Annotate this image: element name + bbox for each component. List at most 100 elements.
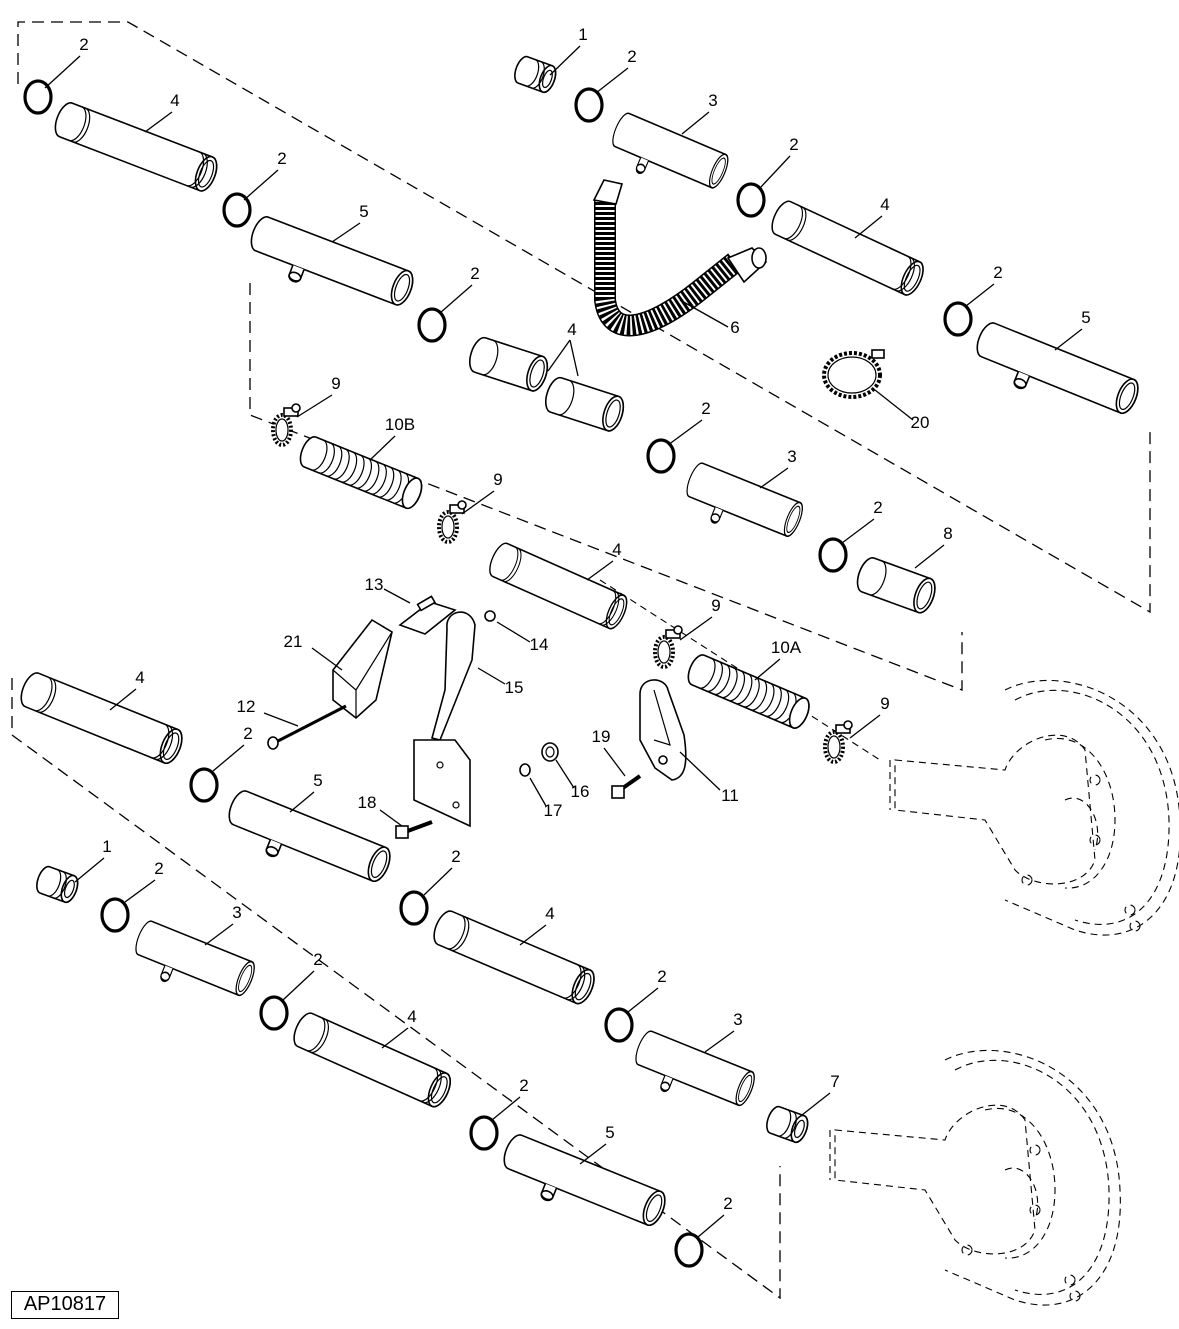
callout-leader xyxy=(282,970,315,1001)
oring-lower-3 xyxy=(604,1007,634,1043)
callout-label: 15 xyxy=(505,678,524,697)
oring-bot-1 xyxy=(100,897,130,933)
callout-label: 18 xyxy=(358,793,377,812)
phantom-lines xyxy=(11,21,1151,1300)
callout-label: 5 xyxy=(359,202,368,221)
callout-leader xyxy=(627,987,659,1013)
callout-label: 5 xyxy=(1081,308,1090,327)
figure-id: AP10817 xyxy=(11,1291,119,1319)
oring-tl-3 xyxy=(417,307,447,343)
bushing-7 xyxy=(762,1103,812,1146)
callout-leader xyxy=(477,667,506,685)
callout-leader xyxy=(704,1030,735,1053)
plate-13 xyxy=(398,595,457,635)
shaft-tr-3 xyxy=(602,110,733,205)
shaft-bot-5 xyxy=(493,1131,670,1243)
callout-label: 2 xyxy=(313,950,322,969)
clamp-9-c xyxy=(653,624,684,669)
callout-label: 1 xyxy=(578,25,587,44)
callout-labels: 2425212324256204910B23928413142115910A94… xyxy=(79,25,1090,1213)
shaft-tr-5 xyxy=(966,319,1143,431)
oring-tr-2 xyxy=(736,182,766,218)
callout-leader xyxy=(461,490,495,515)
callout-leader xyxy=(549,45,581,76)
callout-leader xyxy=(965,283,995,307)
callout-label: 9 xyxy=(493,470,502,489)
callout-leader xyxy=(854,215,883,239)
tube-lower-4 xyxy=(16,669,187,768)
callout-label: 4 xyxy=(135,668,144,687)
bolt-12 xyxy=(267,704,347,750)
bolt-18 xyxy=(395,820,433,839)
callout-label: 2 xyxy=(451,847,460,866)
callout-label: 3 xyxy=(708,91,717,110)
flex-hose-6 xyxy=(592,179,768,337)
callout-leader xyxy=(519,924,547,946)
tube-tl-4 xyxy=(50,99,222,195)
oring-lower-2 xyxy=(399,890,429,926)
callout-label: 2 xyxy=(723,1194,732,1213)
oring-tr-3 xyxy=(943,301,973,337)
callout-leader xyxy=(289,791,315,813)
clamp-9-b xyxy=(437,499,468,544)
callout-leader xyxy=(547,339,571,372)
callout-leader xyxy=(679,299,729,328)
callout-leader xyxy=(529,777,547,807)
callout-label: 17 xyxy=(544,801,563,820)
callout-label: 4 xyxy=(880,195,889,214)
oring-lower-1 xyxy=(189,767,219,803)
snap-ring-20 xyxy=(822,349,885,399)
callout-leader xyxy=(331,222,361,243)
coupler-split-4 xyxy=(465,334,628,435)
callout-leader xyxy=(697,1214,725,1238)
callout-label: 9 xyxy=(331,374,340,393)
oring-mid-1 xyxy=(646,438,676,474)
tube-tr-4 xyxy=(766,197,929,299)
callout-label: 13 xyxy=(365,575,384,594)
coupler-8 xyxy=(852,554,940,617)
callout-leader xyxy=(679,616,713,641)
callout-label: 11 xyxy=(721,786,739,805)
shaft-tl-5 xyxy=(240,213,418,323)
callout-label: 4 xyxy=(545,904,554,923)
callout-leader xyxy=(379,809,403,827)
guard-11 xyxy=(639,679,687,781)
callout-leader xyxy=(381,1027,409,1049)
callout-leader xyxy=(212,744,245,772)
callout-leader xyxy=(841,518,875,544)
oring-bot-3 xyxy=(469,1115,499,1151)
callout-leader xyxy=(496,621,531,643)
gearbox-lower xyxy=(829,1049,1121,1306)
shaft-lower-3 xyxy=(625,1028,759,1123)
callout-leader xyxy=(74,857,105,883)
callout-leader xyxy=(679,751,721,791)
callout-leader xyxy=(759,155,791,189)
callout-leader xyxy=(681,111,710,135)
callout-leaders xyxy=(44,45,1083,1238)
callout-leader xyxy=(555,759,575,789)
callout-label: 2 xyxy=(277,149,286,168)
callout-leader xyxy=(109,688,137,711)
callout-leader xyxy=(144,111,173,133)
callout-leader xyxy=(311,647,343,671)
callout-label: 4 xyxy=(567,320,576,339)
callout-leader xyxy=(754,658,781,681)
callout-label: 5 xyxy=(313,771,322,790)
callout-label: 9 xyxy=(880,694,889,713)
clamp-9-d xyxy=(823,719,854,764)
callout-label: 4 xyxy=(170,91,179,110)
callout-leader xyxy=(296,394,333,418)
oring-tr-1 xyxy=(574,87,604,123)
oring-mid-2 xyxy=(818,537,848,573)
callout-leader xyxy=(423,867,453,896)
callout-label: 10B xyxy=(385,415,415,434)
callout-label: 3 xyxy=(787,447,796,466)
callout-leader xyxy=(569,339,579,377)
callout-leader xyxy=(667,419,703,446)
callout-leader xyxy=(1054,328,1083,351)
callout-leader xyxy=(595,67,629,94)
callout-label: 2 xyxy=(79,35,88,54)
callout-label: 2 xyxy=(873,498,882,517)
callout-leader xyxy=(491,1096,521,1121)
